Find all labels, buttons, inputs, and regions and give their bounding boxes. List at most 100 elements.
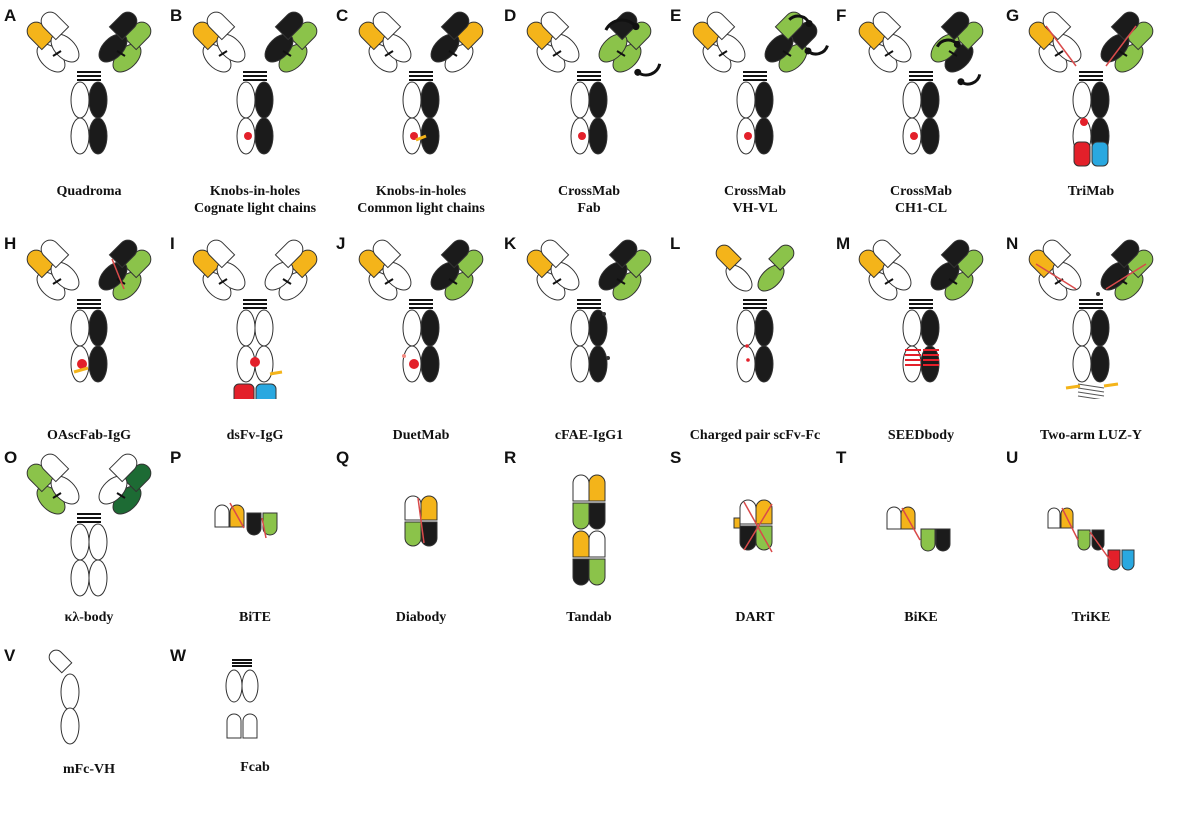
panel-charged-pair-scfv-fc: L Charged pair scFv-Fc [670, 234, 840, 443]
left-ch2-domain [736, 81, 756, 119]
right-heavy-variable-domain [1110, 239, 1140, 269]
domain-4-group [1091, 529, 1105, 551]
left-heavy-variable-domain [206, 239, 236, 269]
left-domain-0-group [572, 474, 590, 502]
swap-arrow-top-head [805, 20, 813, 28]
right-ch2-domain [88, 309, 108, 347]
right-heavy-variable-domain [108, 453, 138, 483]
quadroma-diagram [26, 11, 152, 155]
left-ch2-domain [236, 81, 256, 119]
vh-2-domain [920, 528, 936, 552]
left-heavy-variable-domain [706, 11, 736, 41]
left-heavy-variable-domain-group [372, 239, 402, 269]
panel-letter: G [1006, 6, 1020, 25]
right-heavy-variable-domain [608, 239, 638, 269]
caption-line-1: Fcab [240, 760, 270, 775]
bottom-left-domain [404, 521, 422, 547]
caption-line-1: SEEDbody [887, 428, 955, 443]
swap-arrow-bottom-head [634, 68, 642, 76]
right-domain-3-group [588, 558, 606, 586]
panel-letter: V [4, 646, 16, 665]
left-heavy-variable-domain-group [40, 239, 70, 269]
panel-trike: U TriKE [1006, 448, 1176, 628]
light-variable-domain-group [715, 244, 742, 271]
right-ch3-domain [1090, 345, 1110, 383]
kappa-lambda-body-diagram [26, 453, 152, 597]
panel-caption: mFc-VH [4, 761, 174, 778]
panel-letter: L [670, 234, 681, 253]
right-heavy-variable-domain [1110, 11, 1140, 41]
swap-arrow-top [604, 18, 638, 31]
panel-knobs-in-holes-common: C Knobs-in-holes Common light chains [336, 6, 506, 216]
blue-dsfv-domain [255, 383, 277, 399]
bottom-right-domain-group [420, 521, 438, 547]
right-disulfide-bond [448, 50, 458, 57]
left-heavy-variable-domain-group [872, 11, 902, 41]
panel-dart: S DART [670, 448, 840, 628]
left-heavy-variable-domain [40, 11, 70, 41]
domain-1-group [1047, 507, 1061, 529]
right-heavy-variable-domain-group [108, 453, 138, 483]
panel-letter: P [170, 448, 182, 467]
right-ch2-domain [420, 309, 440, 347]
right-heavy-variable-domain [274, 239, 304, 269]
left-heavy-variable-domain-group [706, 11, 736, 41]
left-disulfide-bond [52, 50, 62, 57]
caption-line-2: CH1-CL [894, 201, 948, 216]
caption-line-1: mFc-VH [62, 762, 116, 777]
left-ch2-domain [1072, 309, 1092, 347]
left-heavy-variable-domain [1042, 11, 1072, 41]
right-disulfide-bond [448, 278, 458, 285]
panel-crossmab-ch1cl: F CrossMab CH1-CL [836, 6, 1006, 216]
caption-line-1: Quadroma [56, 184, 122, 199]
vh-2-domain-group [246, 512, 262, 536]
domain-5 [1107, 549, 1121, 571]
charge-mark-2 [746, 358, 750, 362]
vh-2-domain [246, 512, 262, 536]
right-ch3-domain [242, 713, 258, 739]
right-heavy-variable-domain-group [1110, 239, 1140, 269]
panel-caption: CrossMab CH1-CL [836, 183, 1006, 217]
right-ch2-domain [1090, 309, 1110, 347]
left-heavy-variable-domain [372, 11, 402, 41]
domain-3 [1077, 529, 1091, 551]
linker-2 [743, 503, 773, 551]
seedbody-diagram [858, 239, 984, 383]
left-heavy-variable-domain [540, 239, 570, 269]
caption-line-1: Knobs-in-holes [209, 184, 301, 199]
panel-letter: O [4, 448, 18, 467]
left-heavy-variable-domain [1042, 239, 1072, 269]
left-heavy-variable-domain [40, 239, 70, 269]
knob-mutation [1080, 118, 1088, 126]
left-heavy-variable-domain-group [540, 239, 570, 269]
panel-trimab: G TriMab [1006, 6, 1176, 199]
left-ch3-domain [70, 559, 90, 597]
panel-caption: DuetMab [336, 427, 506, 444]
left-ch2-domain [902, 81, 922, 119]
caption-line-1: Tandab [566, 610, 612, 625]
panel-letter: U [1006, 448, 1019, 467]
left-heavy-variable-domain-group [540, 11, 570, 41]
trimab-diagram [1028, 11, 1154, 167]
left-disulfide-bond [718, 50, 728, 57]
right-ch3-domain [254, 117, 274, 155]
swap-arrow-top-head [953, 40, 961, 48]
left-heavy-variable-domain-group [1042, 11, 1072, 41]
right-ch2-domain [920, 309, 940, 347]
bottom-left-domain-group [739, 525, 757, 551]
left-heavy-variable-domain [206, 11, 236, 41]
left-heavy-variable-domain-group [206, 239, 236, 269]
panel-duetmab: J DuetMab [336, 234, 506, 443]
caption-line-1: cFAE-IgG1 [554, 428, 624, 443]
caption-line-1: TriMab [1067, 184, 1115, 199]
vh-domain [48, 649, 73, 674]
right-ch2-domain [1090, 81, 1110, 119]
vl-1-domain-group [886, 506, 902, 530]
panel-caption: OAscFab-IgG [4, 427, 174, 444]
left-heavy-variable-domain-group [872, 239, 902, 269]
top-right-domain-group [755, 499, 773, 525]
left-domain-0 [572, 474, 590, 502]
caption-line-1: Two-arm LUZ-Y [1039, 428, 1142, 443]
panel-letter: H [4, 234, 17, 253]
domain-3-group [1077, 529, 1091, 551]
